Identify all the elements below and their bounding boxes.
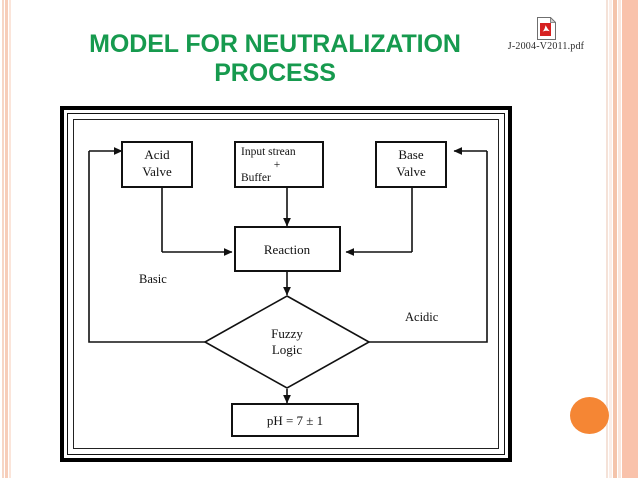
node-acid-valve bbox=[121, 141, 193, 188]
node-fuzzy-logic bbox=[203, 295, 371, 389]
neutralization-flowchart: Acid Valve Input strean + Buffer Base Va… bbox=[65, 111, 517, 467]
pdf-filename-label: J-2004-V2011.pdf bbox=[507, 41, 585, 52]
node-input-stream-label-line1: Input strean bbox=[241, 146, 296, 158]
node-acid-valve-label-line1: Acid bbox=[144, 147, 170, 162]
edge-stripe-left-3 bbox=[9, 0, 11, 478]
edge-stripe-right-2 bbox=[609, 0, 612, 478]
node-base-valve-label-line1: Base bbox=[398, 147, 424, 162]
edge-stripe-right-1 bbox=[606, 0, 608, 478]
diagram-frame: Acid Valve Input strean + Buffer Base Va… bbox=[60, 106, 512, 462]
diagram-frame-middle-border bbox=[67, 113, 505, 455]
node-fuzzy-logic-label-line1: Fuzzy bbox=[271, 326, 303, 341]
edge-stripe-right-3 bbox=[613, 0, 617, 478]
node-reaction-label: Reaction bbox=[264, 242, 311, 257]
edge-label-acidic: Acidic bbox=[405, 310, 439, 324]
page-title: MODEL FOR NEUTRALIZATION PROCESS bbox=[89, 30, 461, 87]
node-acid-valve-label-line2: Valve bbox=[142, 164, 172, 179]
edge-stripe-left-2 bbox=[5, 0, 8, 478]
node-ph-output-label: pH = 7 ± 1 bbox=[267, 413, 323, 428]
node-fuzzy-logic-label-line2: Logic bbox=[272, 342, 303, 357]
pdf-attachment[interactable]: J-2004-V2011.pdf bbox=[500, 17, 592, 52]
node-base-valve-label-line2: Valve bbox=[396, 164, 426, 179]
edge-stripe-right-4 bbox=[618, 0, 621, 478]
pdf-file-icon bbox=[536, 17, 556, 40]
node-reaction bbox=[234, 226, 341, 272]
edge-label-basic: Basic bbox=[139, 272, 167, 286]
node-input-stream-buffer bbox=[234, 141, 324, 188]
node-input-stream-label-line3: Buffer bbox=[241, 172, 271, 184]
edge-acidic-feedback-path bbox=[369, 151, 488, 343]
node-ph-output bbox=[231, 403, 359, 437]
diagram-frame-inner-border: Acid Valve Input strean + Buffer Base Va… bbox=[73, 119, 499, 449]
node-base-valve bbox=[375, 141, 447, 188]
orange-bullet-circle bbox=[570, 397, 609, 434]
edge-stripe-left-1 bbox=[2, 0, 4, 478]
edge-basic-feedback-path bbox=[88, 151, 205, 343]
edge-stripe-right-5 bbox=[622, 0, 638, 478]
node-input-stream-label-plus: + bbox=[274, 159, 281, 171]
